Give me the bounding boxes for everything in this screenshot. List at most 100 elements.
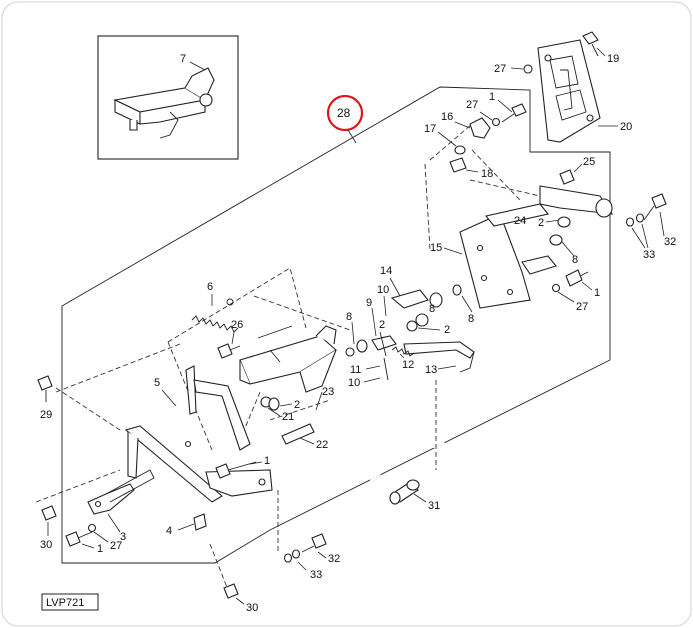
callout-30b: 30 (246, 602, 258, 614)
leader-5 (161, 389, 177, 407)
spring-part-6 (191, 298, 239, 333)
callout-16: 16 (441, 111, 453, 123)
rod-part-13 (403, 341, 475, 373)
callout-27a: 27 (494, 63, 506, 75)
bolt-part-26 (217, 343, 241, 359)
callout-24: 24 (514, 215, 526, 227)
callout-27d: 27 (110, 540, 122, 552)
callout-13: 13 (425, 364, 437, 376)
leader-1b (581, 281, 593, 291)
leader-14 (389, 277, 401, 297)
leader-2b (417, 327, 441, 331)
leader-19 (596, 47, 606, 57)
bolt-part-19 (582, 31, 599, 57)
callout-8a: 8 (572, 254, 578, 266)
leader-18 (465, 169, 479, 173)
screw-part-4 (193, 513, 207, 531)
callout-32b: 32 (328, 553, 340, 565)
leader-9 (371, 307, 377, 337)
callout-31: 31 (428, 500, 440, 512)
leader-33a1 (631, 227, 646, 249)
callout-27b: 27 (466, 99, 478, 111)
leader-8a (561, 241, 575, 257)
washer-part-33-bottom-b (283, 553, 293, 563)
reference-code-box (41, 593, 99, 611)
callout-11: 11 (350, 364, 361, 376)
highlight-circle-28 (326, 94, 364, 132)
link-part-5 (124, 365, 273, 503)
leader-32b (317, 551, 327, 559)
nut-part-30-left (41, 505, 57, 521)
reference-code: LVP721 (46, 597, 84, 609)
callout-7: 7 (180, 53, 186, 65)
nut-part-25 (559, 169, 575, 185)
leader-22 (299, 437, 315, 445)
leader-33a2 (641, 223, 649, 249)
bushing-part-8-right (549, 234, 563, 246)
pin-part-11 (383, 357, 389, 381)
callout-12: 12 (402, 359, 414, 371)
leader-23 (315, 391, 323, 411)
inset-bracket-part-7 (113, 67, 215, 139)
leader-8b (461, 295, 473, 313)
bracket-part-15 (459, 213, 531, 309)
leader-33b (297, 561, 307, 571)
callout-33b: 33 (310, 569, 322, 581)
leader-1a (497, 99, 513, 113)
leader-3 (107, 513, 121, 533)
callout-27c: 27 (576, 301, 588, 313)
bolt-part-32-bottom (301, 533, 327, 553)
callout-6: 6 (207, 281, 213, 293)
knob-part-31 (389, 479, 420, 505)
bolt-part-1-center (215, 461, 257, 479)
nut-part-30-bottom (223, 583, 239, 599)
leader-11 (365, 365, 381, 370)
callout-17: 17 (424, 123, 436, 135)
leader-15 (443, 247, 463, 255)
washer-part-33-bottom-a (291, 549, 301, 559)
leader-31 (413, 493, 427, 503)
bushing-part-2 (557, 216, 571, 228)
leader-17 (437, 131, 457, 147)
highlight-circle-31 (369, 436, 471, 538)
callout-23: 23 (322, 386, 334, 398)
callout-29: 29 (40, 409, 52, 421)
guide-lines-upper (424, 123, 601, 251)
link-part-14 (390, 289, 443, 309)
washer-part-17 (454, 145, 466, 155)
bolt-part-1-left (65, 531, 93, 547)
spacer-part-18 (449, 157, 467, 173)
rod-part-3 (105, 469, 155, 503)
leader-26 (231, 331, 235, 345)
leader-27a (510, 67, 524, 70)
plate-part-20 (537, 39, 601, 143)
callout-2b: 2 (444, 324, 450, 336)
callout-1a: 1 (489, 91, 495, 103)
callout-2c: 2 (379, 319, 385, 331)
clip-part-16 (469, 117, 491, 139)
callout-32a: 32 (664, 236, 676, 248)
callout-2d: 2 (294, 399, 300, 411)
leader-27d (93, 531, 109, 543)
callout-22: 22 (316, 439, 328, 451)
bushing-part-2-lower (268, 397, 280, 411)
washer-part-33-right-a (635, 213, 645, 223)
bushing-part-8-mid (452, 284, 462, 296)
bushing-part-8-center (415, 313, 429, 327)
callout-33a: 33 (643, 249, 655, 261)
callout-2a: 2 (538, 217, 544, 229)
leader-28 (347, 129, 357, 144)
callout-18: 18 (481, 168, 493, 180)
leader-2a (545, 219, 561, 223)
washer-part-8-left (345, 347, 355, 357)
washer-part-33-right-b (625, 217, 635, 227)
callout-3: 3 (120, 531, 126, 543)
leader-27c (557, 291, 575, 303)
leader-1c (249, 461, 263, 465)
leader-12 (399, 353, 405, 359)
callout-1d: 1 (97, 543, 103, 555)
nut-part-27-top (523, 64, 533, 74)
